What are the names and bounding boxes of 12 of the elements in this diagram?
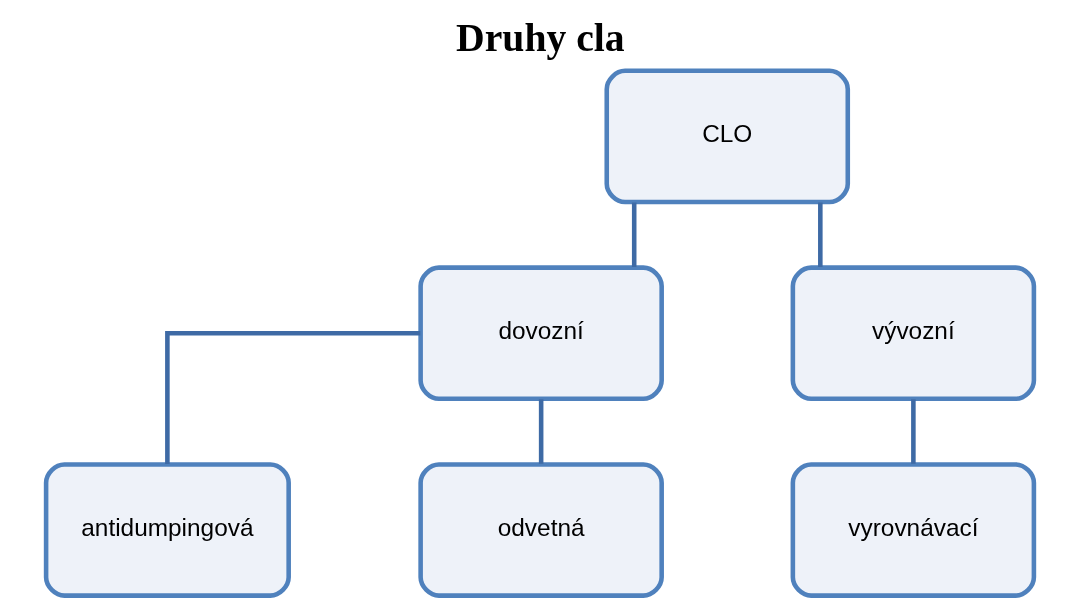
connector xyxy=(631,202,637,267)
node-box: odvetná xyxy=(418,462,664,598)
node-box: dovozní xyxy=(418,265,664,402)
connector xyxy=(911,399,916,464)
diagram-title: Druhy cla xyxy=(456,15,625,60)
node-box: vyrovnávací xyxy=(790,462,1037,598)
connector xyxy=(538,399,544,464)
connector xyxy=(165,330,421,464)
node-box: antidumpingová xyxy=(43,462,291,598)
node-box: CLO xyxy=(604,68,851,205)
node-box: vývozní xyxy=(790,265,1037,402)
connector xyxy=(818,202,823,267)
